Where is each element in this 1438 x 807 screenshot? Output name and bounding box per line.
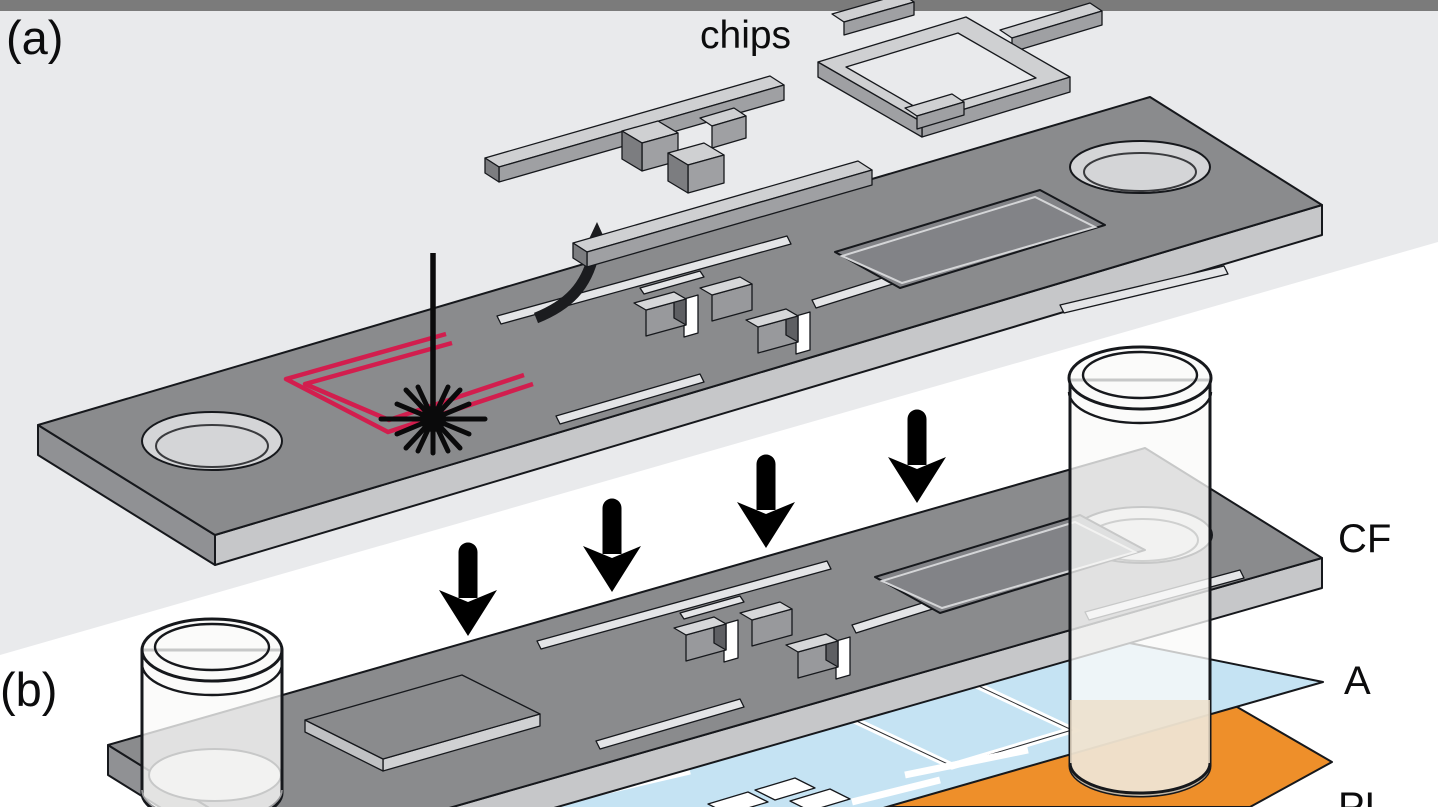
cluster-wall-top-3 — [785, 633, 839, 653]
chip-cube-1-side — [621, 130, 643, 172]
adhesive-cut-slot-1 — [904, 746, 1029, 779]
right-cylinder-post — [1067, 345, 1213, 798]
press-arrows — [439, 409, 946, 636]
chip-long-bar-2-end — [572, 242, 588, 268]
right-cylinder-top-rim — [1067, 345, 1213, 411]
chip-long-bar-2 — [572, 160, 873, 268]
cf-slab-a-left-hole-ledge — [155, 424, 269, 468]
panel-a-label: (a) — [6, 11, 63, 64]
adhesive-cut-zigzag-3 — [707, 791, 769, 807]
chip-frame-opening — [845, 32, 1037, 113]
cf-slab-a — [37, 96, 1323, 566]
cluster-slot — [679, 595, 745, 620]
floating-chips — [484, 0, 1103, 268]
cf-slab-a-chamber-recess — [834, 189, 1106, 289]
laser-beam — [378, 253, 488, 456]
left-cylinder-top-rim — [140, 617, 284, 683]
cf-slab-b-island — [304, 674, 541, 772]
cf-slab-b-slot-4 — [595, 698, 745, 750]
cf-layer-label: CF — [1338, 517, 1391, 561]
chip-cubes — [621, 120, 725, 194]
cluster-wall-top-3 — [745, 308, 799, 328]
adhesive-cut-zigzag-2 — [789, 788, 851, 807]
down-arrow-1 — [439, 542, 497, 636]
left-cylinder-inner-rim — [153, 622, 271, 672]
cluster-slot — [639, 270, 705, 295]
adhesive-cut-slot-3 — [851, 776, 941, 806]
panel-b-assembly — [107, 345, 1333, 807]
cluster-wall-top-1 — [673, 616, 727, 636]
right-cylinder-beige-tint — [1070, 700, 1210, 796]
cf-slab-b-slot-1 — [536, 560, 832, 650]
left-cylinder-body — [140, 648, 284, 807]
plastic-layer-label: PL — [1338, 785, 1387, 807]
right-cylinder-lip — [1067, 391, 1213, 425]
cf-slab-a-chamber-inner-rim — [839, 195, 1098, 285]
adhesive-layer-label: A — [1344, 659, 1371, 703]
cluster-wall-top-2 — [699, 276, 753, 296]
panel-a-laser-cutting — [37, 0, 1323, 566]
chip-cube-2-side — [667, 152, 689, 194]
cf-slab-a-right-hole — [1069, 140, 1211, 194]
cf-slab-a-slot-3 — [1059, 265, 1229, 314]
down-arrow-2 — [583, 498, 641, 592]
panel-b-label: (b) — [0, 663, 57, 716]
cf-slab-a-right-hole-ledge — [1083, 152, 1197, 192]
cluster-wall-top-1 — [633, 291, 687, 311]
laser-cut-path-inner — [302, 340, 525, 423]
top-gray-bar — [0, 0, 1438, 11]
chip-long-bar-1-tab-front — [711, 115, 747, 149]
cf-slab-b-island-top — [304, 674, 541, 760]
cf-slab-b-cut-cluster — [673, 595, 851, 680]
chip-small-bar-front — [916, 101, 965, 130]
down-arrow-3 — [737, 454, 795, 548]
left-cylinder-post — [140, 617, 284, 807]
cluster-wall-top-2 — [739, 601, 793, 621]
adhesive-cut-zigzag-1 — [754, 777, 816, 801]
right-cylinder-inner-rim — [1081, 350, 1199, 400]
chips-label: chips — [700, 14, 791, 57]
right-cylinder-bottom-arc — [1068, 762, 1212, 795]
down-arrow-4 — [888, 409, 946, 503]
laser-spark-core — [420, 406, 446, 432]
cf-slab-a-left-hole — [141, 411, 283, 471]
cf-slab-a-cut-cluster — [633, 270, 811, 355]
left-cylinder-bottom-arc — [141, 789, 283, 807]
cf-slab-a-slot-4 — [555, 373, 705, 425]
chip-frame — [817, 16, 1071, 138]
left-cylinder-lip — [140, 663, 284, 697]
chip-top-bar-front — [843, 1, 915, 36]
chip-long-bar-1-end — [484, 157, 500, 183]
